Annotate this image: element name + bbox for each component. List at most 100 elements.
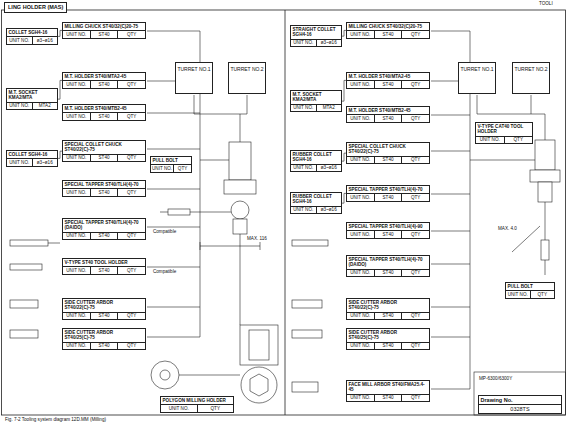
tool-table: SIDE CUTTER ARBOR ST40/25(C)-75UNIT NO.S…	[346, 328, 430, 350]
table-heading: Drawing No.	[479, 396, 561, 405]
table-heading: SPECIAL COLLET CHUCK ST40/22(C)-75	[347, 143, 429, 157]
table-cell: UNIT NO.	[347, 81, 374, 88]
table-row: UNIT NO.ST40QTY	[347, 115, 429, 122]
table-cell: UNIT NO.	[506, 291, 530, 298]
table-cell: ST40	[374, 231, 402, 238]
table-cell: QTY	[117, 233, 145, 240]
table-cell: UNIT NO.	[151, 165, 173, 172]
turret-label: TURRET NO.2	[513, 66, 549, 72]
turret-label: TURRET NO.1	[459, 66, 495, 72]
table-cell: MTA2	[316, 105, 342, 112]
table-row: UNIT NO.ST40QTY	[63, 313, 145, 320]
tool-table: SPECIAL TAPPER ST40/TLH(4)-70UNIT NO.ST4…	[346, 185, 430, 202]
table-cell: UNIT NO.	[63, 81, 90, 88]
tool-table: STRAIGHT COLLET SGH4-16UNIT NO.ø3~ø16	[290, 25, 342, 47]
table-cell: UNIT NO.	[291, 40, 316, 47]
table-cell: QTY	[401, 395, 429, 402]
table-cell: QTY	[401, 231, 429, 238]
table-cell: ST40	[374, 31, 402, 38]
table-cell: UNIT NO.	[161, 405, 197, 412]
table-cell: ST40	[90, 113, 118, 120]
table-cell: QTY	[401, 157, 429, 164]
table-cell: ST40	[90, 189, 118, 196]
table-heading: SPECIAL TAPPER ST40/TLH(4)-70 (DAIDO)	[63, 219, 145, 233]
table-cell: QTY	[117, 155, 145, 162]
table-cell: ø3~ø16	[316, 165, 342, 172]
table-cell: QTY	[117, 31, 145, 38]
table-row: UNIT NO.ST40QTY	[63, 267, 145, 274]
table-cell: UNIT NO.	[63, 189, 90, 196]
table-cell: UNIT NO.	[63, 233, 90, 240]
table-cell: UNIT NO.	[63, 113, 90, 120]
table-cell: UNIT NO.	[347, 115, 374, 122]
tool-table: MILLING CHUCK ST40/32(C)20-75UNIT NO.ST4…	[346, 22, 430, 39]
table-cell: UNIT NO.	[63, 343, 90, 350]
table-row: 0328TS	[479, 405, 561, 413]
table-cell: UNIT NO.	[7, 159, 32, 166]
table-cell: UNIT NO.	[291, 105, 316, 112]
table-cell: QTY	[173, 165, 191, 172]
table-heading: SIDE CUTTER ARBOR ST40/25(C)-75	[347, 329, 429, 343]
table-cell: UNIT NO.	[347, 31, 374, 38]
table-cell: QTY	[401, 115, 429, 122]
tool-table: M.T. SOCKET KMA2/MTAUNIT NO.MTA2	[290, 90, 342, 112]
table-cell: UNIT NO.	[476, 137, 504, 144]
table-cell: ST40	[374, 194, 402, 201]
turret-box: TURRET NO.1	[175, 62, 213, 94]
turret-label: TURRET NO.1	[176, 66, 212, 72]
tool-table: SPECIAL TAPPER ST40/TLH(4)-70UNIT NO.ST4…	[62, 180, 146, 197]
turret-box: TURRET NO.2	[512, 62, 550, 94]
table-cell: ST40	[374, 115, 402, 122]
table-cell: UNIT NO.	[63, 31, 90, 38]
table-row: UNIT NO.ø3~ø16	[7, 159, 57, 166]
tool-table: MILLING CHUCK ST40/32(C)20-75UNIT NO.ST4…	[62, 22, 146, 39]
table-cell: UNIT NO.	[347, 231, 374, 238]
table-row: UNIT NO.ø3~ø16	[7, 37, 57, 44]
tool-table: SIDE CUTTER ARBOR ST40/22(C)-75UNIT NO.S…	[62, 298, 146, 320]
tool-table: PULL BOLTUNIT NO.QTY	[150, 156, 192, 173]
table-cell: ST40	[90, 267, 118, 274]
table-row: UNIT NO.ST40QTY	[347, 395, 429, 402]
tool-table: POLYGON MILLING HOLDERUNIT NO.QTY	[160, 396, 234, 413]
dimension-note: MAX. 116	[246, 236, 268, 242]
table-heading: POLYGON MILLING HOLDER	[161, 397, 233, 405]
table-row: UNIT NO.QTY	[506, 291, 554, 298]
table-row: UNIT NO.MTA2	[291, 105, 341, 112]
table-cell: UNIT NO.	[347, 313, 374, 320]
table-heading: SPECIAL TAPPER ST40/TLH(4)-70	[347, 186, 429, 194]
table-row: UNIT NO.ST40QTY	[347, 157, 429, 164]
table-cell: ST40	[374, 395, 402, 402]
table-row: UNIT NO.ST40QTY	[347, 270, 429, 277]
table-heading: SPECIAL TAPPER ST40/TLH(4)-70 (DAIDO)	[347, 256, 429, 270]
table-row: UNIT NO.ST40QTY	[63, 113, 145, 120]
table-cell: UNIT NO.	[347, 343, 374, 350]
tool-table: SPECIAL TAPPER ST40/TLH(4)-70 (DAIDO)UNI…	[62, 218, 146, 240]
table-cell: UNIT NO.	[63, 267, 90, 274]
table-row: UNIT NO.ST40QTY	[63, 81, 145, 88]
table-cell: UNIT NO.	[63, 313, 90, 320]
turret-box: TURRET NO.1	[458, 62, 496, 94]
table-cell: ST40	[90, 313, 118, 320]
table-heading: SPECIAL TAPPER ST40/TLH(4)-90	[347, 223, 429, 231]
table-cell: QTY	[117, 267, 145, 274]
table-row: UNIT NO.ø3~ø16	[291, 207, 341, 214]
table-cell: ST40	[374, 270, 402, 277]
table-cell: ø3~ø16	[316, 207, 342, 214]
tool-table: RUBBER COLLET SGH4-16UNIT NO.ø3~ø16	[290, 150, 342, 172]
table-heading: M.T. HOLDER ST40/MTA2-45	[63, 73, 145, 81]
tool-table: V-TYPE CAT40 TOOL HOLDERUNIT NO.QTY	[475, 122, 533, 144]
drawing-number-box: Drawing No.0328TS	[478, 395, 562, 414]
table-cell: QTY	[117, 81, 145, 88]
table-cell: UNIT NO.	[291, 207, 316, 214]
table-row: UNIT NO.ST40QTY	[347, 231, 429, 238]
tool-table: M.T. HOLDER ST40/MTA2-45UNIT NO.ST40QTY	[62, 72, 146, 89]
table-cell: UNIT NO.	[291, 165, 316, 172]
table-cell: QTY	[117, 313, 145, 320]
table-row: UNIT NO.QTY	[161, 405, 233, 412]
table-cell: ø3~ø16	[32, 37, 58, 44]
table-row: UNIT NO.ø3~ø16	[291, 165, 341, 172]
tool-table: COLLET SGH4-16UNIT NO.ø3~ø16	[6, 150, 58, 167]
sheet-title: LING HOLDER (MAS)	[4, 2, 67, 13]
table-heading: SPECIAL TAPPER ST40/TLH(4)-70	[63, 181, 145, 189]
table-cell: UNIT NO.	[7, 37, 32, 44]
